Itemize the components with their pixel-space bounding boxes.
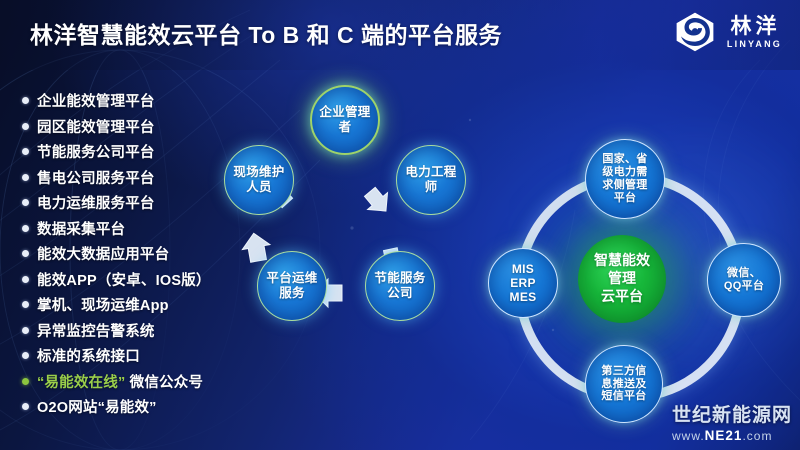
list-item: 节能服务公司平台 (22, 139, 262, 165)
list-item: 电力运维服务平台 (22, 190, 262, 216)
watermark: 世纪新能源网 www.NE21.com (672, 406, 792, 443)
watermark-url-brand: NE21 (704, 427, 743, 443)
linyang-hexagon-eye-logo-icon (676, 12, 714, 52)
bullet-dot-icon (22, 250, 29, 258)
bullet-label: 节能服务公司平台 (37, 145, 155, 162)
bullet-dot-icon (22, 97, 29, 105)
page-title: 林洋智慧能效云平台 To B 和 C 端的平台服务 (30, 22, 503, 48)
bullet-dot-icon (22, 301, 29, 309)
header-bar: 林洋智慧能效云平台 To B 和 C 端的平台服务 林洋 LINYANG (0, 0, 800, 64)
bullet-label: 电力运维服务平台 (37, 196, 155, 213)
list-item: 能效大数据应用平台 (22, 241, 262, 267)
cycle-node-platform-ops-service[interactable]: 平台运维服务 (257, 251, 327, 321)
list-item: 能效APP（安卓、IOS版） (22, 267, 262, 293)
cycle-node-power-engineer[interactable]: 电力工程师 (396, 145, 466, 215)
bullet-label-white-part: 微信公众号 (125, 374, 204, 391)
brand-logo: 林洋 LINYANG (673, 11, 782, 53)
list-item: 掌机、现场运维App (22, 292, 262, 318)
logo-brand-cn: 林洋 (730, 14, 781, 38)
watermark-site-name: 世纪新能源网 (671, 404, 792, 426)
list-item: 标准的系统接口 (22, 343, 262, 369)
bullet-label: 园区能效管理平台 (37, 119, 155, 136)
wheel-node-wechat-qq-platform[interactable]: 微信、QQ平台 (707, 243, 781, 317)
wheel-node-label: 微信、QQ平台 (723, 267, 765, 292)
cycle-node-label: 现场维护人员 (233, 165, 285, 194)
bullet-dot-icon (22, 148, 29, 156)
cycle-node-label: 平台运维服务 (266, 271, 318, 300)
wheel-node-label: 第三方信息推送及短信平台 (601, 364, 647, 403)
bullet-label: 掌机、现场运维App (37, 298, 169, 315)
bullet-label: 能效大数据应用平台 (37, 247, 170, 264)
wheel-center-smart-energy-cloud[interactable]: 智慧能效管理云平台 (578, 235, 666, 323)
wheel-node-label: 国家、省级电力需求侧管理平台 (602, 153, 648, 204)
list-item: 售电公司服务平台 (22, 165, 262, 191)
watermark-url-prefix: www. (671, 428, 705, 443)
bullet-label: O2O网站“易能效” (37, 400, 157, 417)
list-item: 园区能效管理平台 (22, 114, 262, 140)
list-item-highlighted: “易能效在线” 微信公众号 (22, 369, 262, 395)
cycle-node-enterprise-manager[interactable]: 企业管理者 (310, 85, 380, 155)
watermark-url-suffix: .com (742, 428, 773, 443)
bullet-label: 异常监控告警系统 (37, 323, 155, 340)
bullet-label: 标准的系统接口 (37, 349, 140, 366)
wheel-center-label: 智慧能效管理云平台 (594, 252, 650, 304)
list-item: 企业能效管理平台 (22, 88, 262, 114)
bullet-label: 能效APP（安卓、IOS版） (37, 272, 211, 289)
cycle-node-label: 企业管理者 (319, 105, 371, 134)
watermark-url: www.NE21.com (671, 427, 792, 443)
wheel-node-third-party-sms-platform[interactable]: 第三方信息推送及短信平台 (585, 345, 663, 423)
list-item: O2O网站“易能效” (22, 394, 262, 420)
bullet-dot-icon (22, 326, 29, 334)
bullet-label: “易能效在线” 微信公众号 (37, 371, 203, 392)
bullet-dot-icon (22, 352, 29, 360)
bullet-dot-icon (22, 377, 29, 385)
bullet-label: 售电公司服务平台 (37, 170, 155, 187)
feature-bullet-list: 企业能效管理平台 园区能效管理平台 节能服务公司平台 售电公司服务平台 电力运维… (22, 88, 262, 420)
bullet-label: 企业能效管理平台 (37, 94, 155, 111)
bullet-dot-icon (22, 173, 29, 181)
bullet-dot-icon (22, 122, 29, 130)
cycle-node-label: 电力工程师 (405, 165, 457, 194)
bullet-dot-icon (22, 224, 29, 232)
cycle-node-energy-saving-company[interactable]: 节能服务公司 (365, 251, 435, 321)
bullet-label: 数据采集平台 (37, 221, 126, 238)
bullet-dot-icon (22, 199, 29, 207)
wheel-node-national-provincial-dsm-platform[interactable]: 国家、省级电力需求侧管理平台 (585, 139, 665, 219)
list-item: 异常监控告警系统 (22, 318, 262, 344)
bullet-label-green-part: “易能效在线” (37, 374, 126, 391)
list-item: 数据采集平台 (22, 216, 262, 242)
logo-brand-en: LINYANG (726, 38, 782, 49)
bullet-dot-icon (22, 275, 29, 283)
bullet-dot-icon (22, 403, 29, 411)
cycle-node-field-maintenance-staff[interactable]: 现场维护人员 (224, 145, 294, 215)
cycle-node-label: 节能服务公司 (374, 271, 426, 300)
